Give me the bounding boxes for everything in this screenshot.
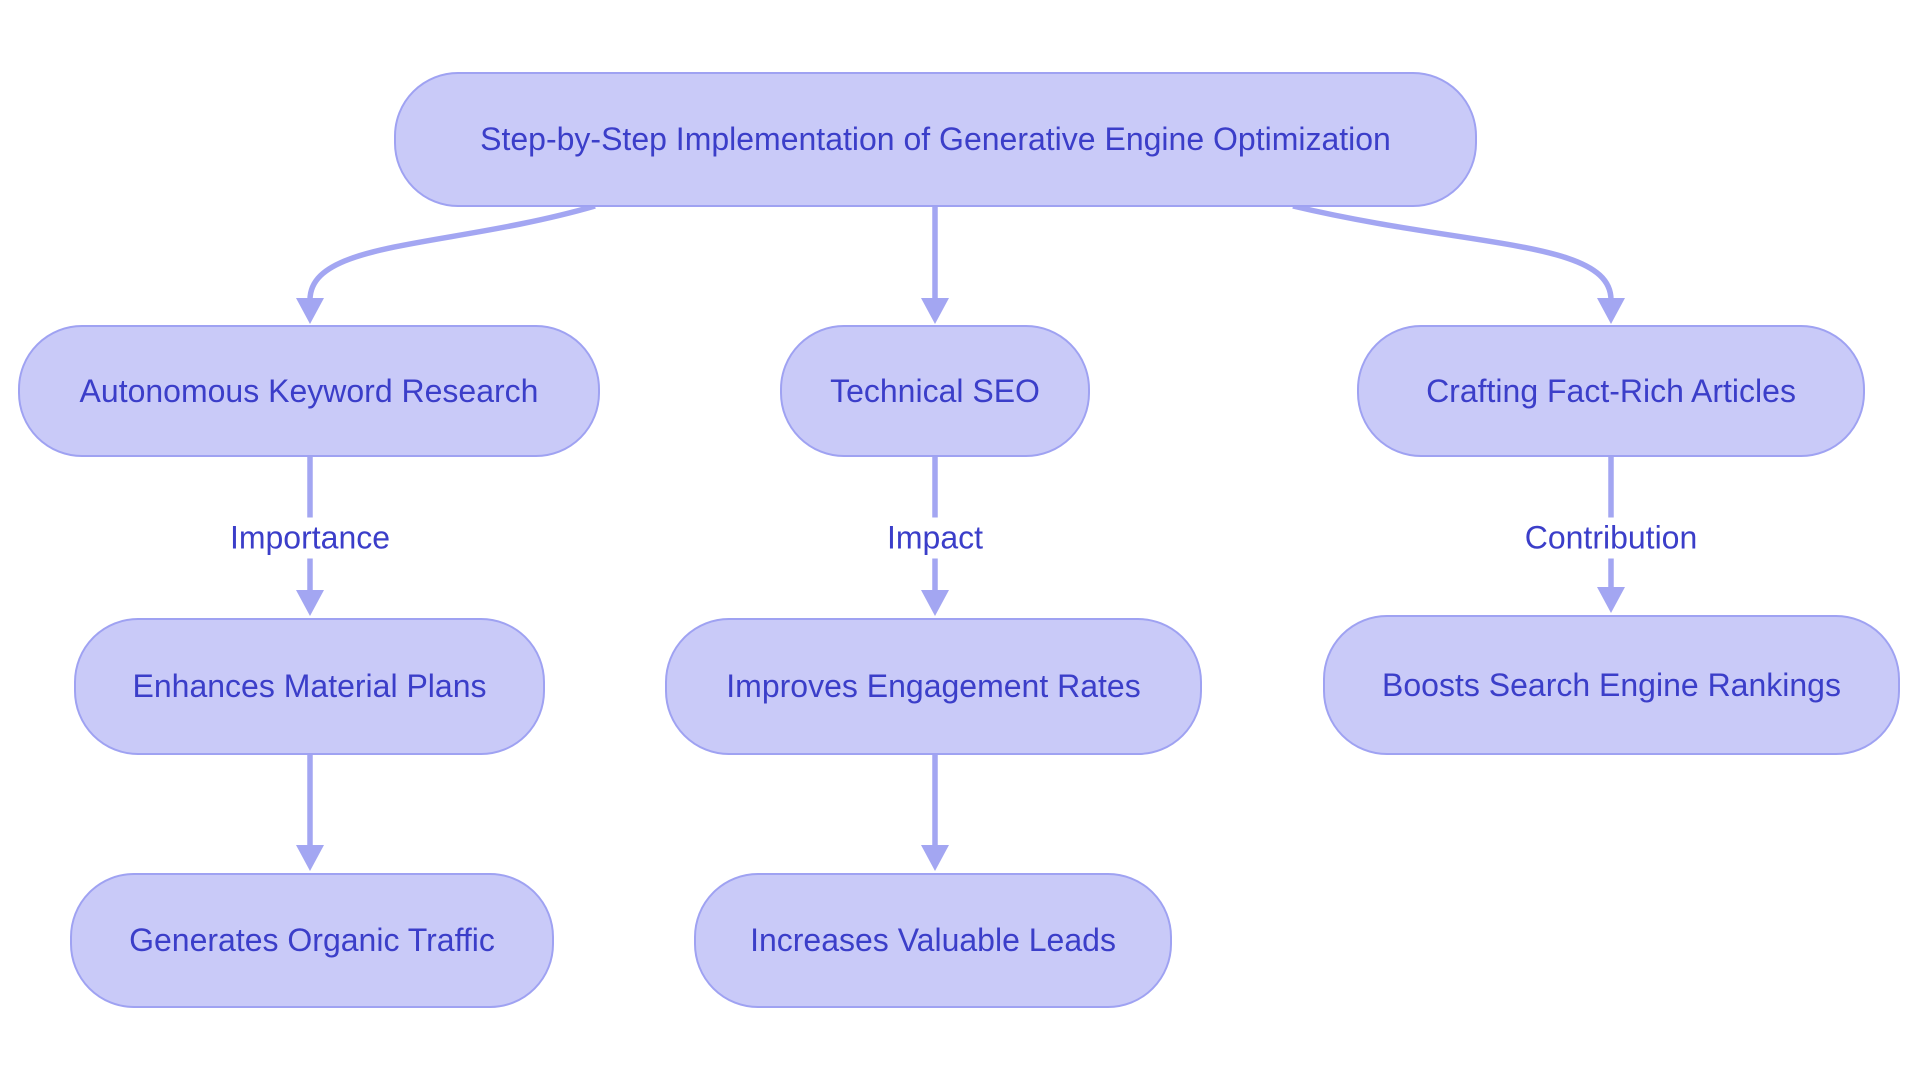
edge-engagement-rates-to-valuable-leads xyxy=(921,755,949,871)
edge-material-plans-to-organic-traffic xyxy=(296,755,324,871)
node-generates-organic-traffic-label: Generates Organic Traffic xyxy=(129,922,495,959)
node-technical-seo-label: Technical SEO xyxy=(830,372,1040,409)
edge-label-importance: Importance xyxy=(219,517,401,559)
node-root: Step-by-Step Implementation of Generativ… xyxy=(394,72,1477,207)
node-improves-engagement-rates-label: Improves Engagement Rates xyxy=(726,668,1141,705)
node-crafting-fact-rich-articles-label: Crafting Fact-Rich Articles xyxy=(1426,372,1796,409)
node-enhances-material-plans-label: Enhances Material Plans xyxy=(132,668,487,705)
edge-label-impact: Impact xyxy=(876,517,994,559)
node-generates-organic-traffic: Generates Organic Traffic xyxy=(70,873,554,1008)
edge-root-to-fact-rich-articles xyxy=(1292,203,1625,324)
edge-root-to-technical-seo xyxy=(921,206,949,324)
edge-root-to-keyword-research xyxy=(296,203,596,324)
node-improves-engagement-rates: Improves Engagement Rates xyxy=(665,618,1202,755)
node-increases-valuable-leads: Increases Valuable Leads xyxy=(694,873,1172,1008)
edge-label-contribution: Contribution xyxy=(1514,517,1708,559)
node-root-label: Step-by-Step Implementation of Generativ… xyxy=(480,121,1391,158)
node-crafting-fact-rich-articles: Crafting Fact-Rich Articles xyxy=(1357,325,1865,457)
node-autonomous-keyword-research-label: Autonomous Keyword Research xyxy=(79,372,539,409)
node-autonomous-keyword-research: Autonomous Keyword Research xyxy=(18,325,600,457)
node-enhances-material-plans: Enhances Material Plans xyxy=(74,618,545,755)
node-technical-seo: Technical SEO xyxy=(780,325,1090,457)
node-boosts-search-engine-rankings-label: Boosts Search Engine Rankings xyxy=(1382,666,1841,703)
node-increases-valuable-leads-label: Increases Valuable Leads xyxy=(750,922,1116,959)
node-boosts-search-engine-rankings: Boosts Search Engine Rankings xyxy=(1323,615,1900,755)
